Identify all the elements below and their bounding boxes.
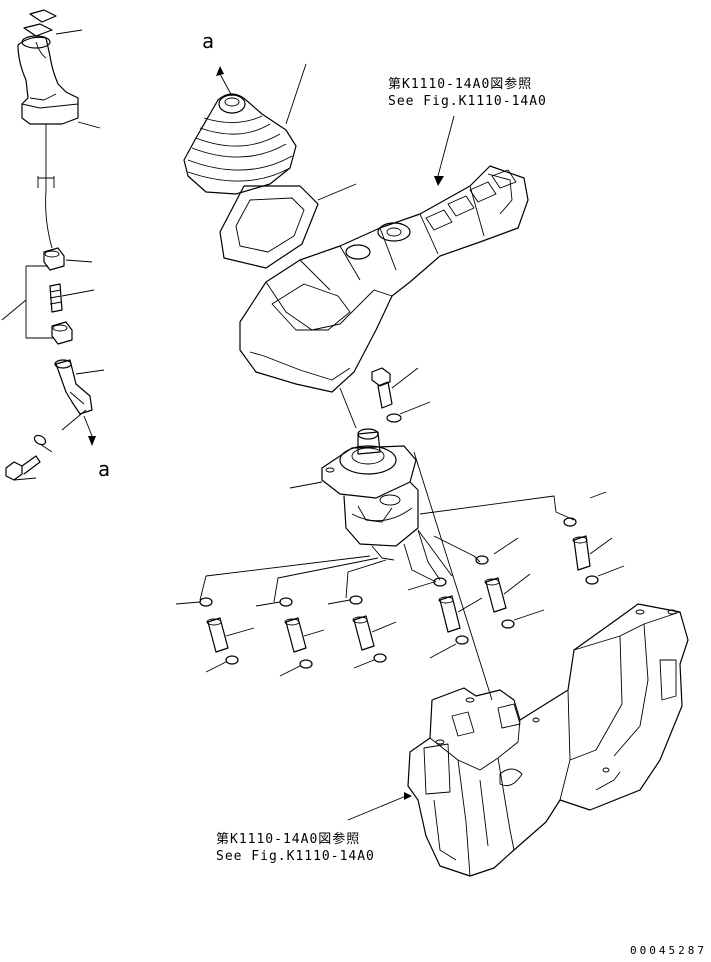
lever-nut-lower [51,321,73,345]
elbow-fittings [206,535,591,653]
callout-bottom-en: See Fig.K1110-14A0 [216,849,375,864]
lever-clevis [54,359,93,415]
callout-top-jp: 第K1110-14A0図参照 [388,77,533,92]
lever-wire [37,124,55,249]
bolt-valve [371,367,393,409]
lever-nut-upper [43,247,65,271]
marker-a-left: a [98,457,111,481]
pilot-valve [321,428,419,561]
marker-a-top: a [202,29,215,53]
arrow-to-a [88,436,96,446]
drawing-number: 00045287 [630,944,707,957]
lever-grip [17,35,79,125]
lever-washer [33,434,47,446]
hydraulic-lines [199,451,575,701]
callout-top-en: See Fig.K1110-14A0 [388,94,547,109]
boot-frame [219,185,319,269]
o-rings [199,517,599,669]
lever-stud [49,283,63,313]
rubber-boot [183,93,297,195]
lever-bolt [5,455,41,481]
console-cover [239,165,529,393]
washer-valve [386,413,402,423]
console-stand [407,603,689,877]
lever-top-clip [23,9,57,37]
callout-bottom-jp: 第K1110-14A0図参照 [216,832,361,847]
